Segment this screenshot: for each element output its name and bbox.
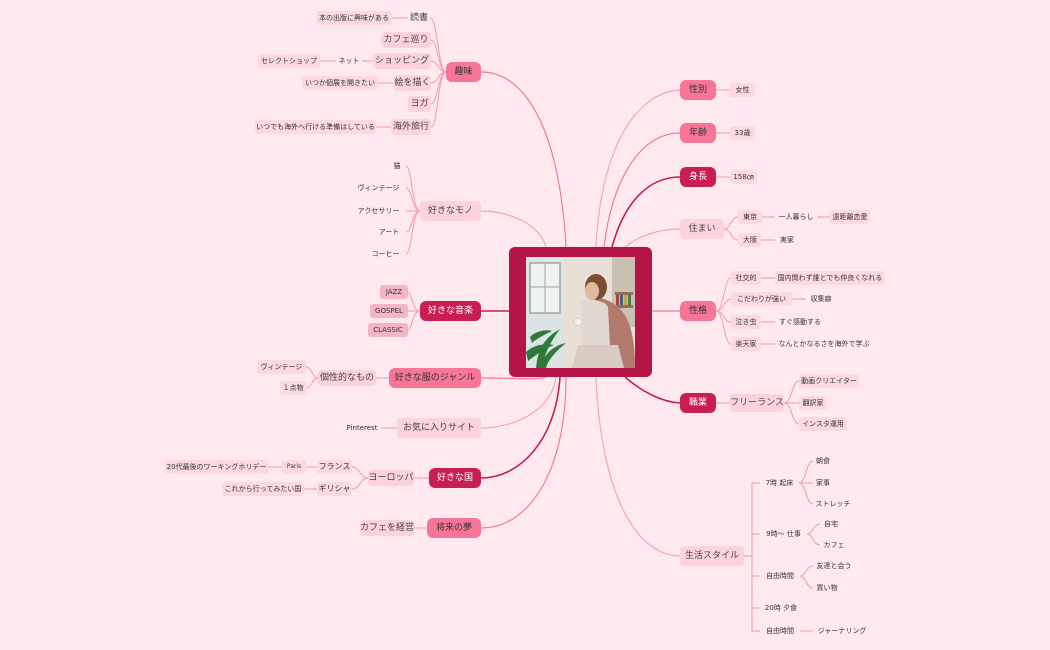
personality-key-0[interactable]: 社交的 bbox=[731, 271, 761, 285]
node-home-tokyo-sub[interactable]: 一人暮らし bbox=[778, 212, 814, 221]
personality-key-3[interactable]: 楽天家 bbox=[731, 337, 761, 351]
personality-key-2[interactable]: 泣き虫 bbox=[731, 315, 761, 329]
node-home-tokyo-sub2[interactable]: 遠距離恋愛 bbox=[830, 210, 870, 224]
hobby-reading[interactable]: 読書 bbox=[409, 12, 428, 23]
node-gender[interactable]: 性別 bbox=[680, 80, 716, 100]
hobby-shopping[interactable]: ショッピング bbox=[373, 53, 431, 69]
node-dream[interactable]: 将来の夢 bbox=[427, 518, 481, 538]
node-things[interactable]: 好きなモノ bbox=[420, 201, 481, 221]
life-work-sub-0[interactable]: 自宅 bbox=[824, 519, 838, 528]
personality-value-2[interactable]: すぐ感動する bbox=[779, 317, 821, 326]
node-age[interactable]: 年齢 bbox=[680, 123, 716, 143]
thing-3[interactable]: アート bbox=[378, 227, 400, 236]
personality-value-1[interactable]: 収集癖 bbox=[810, 294, 832, 303]
node-site[interactable]: お気に入りサイト bbox=[397, 418, 481, 438]
node-home[interactable]: 住まい bbox=[680, 219, 724, 239]
life-wake-sub-0[interactable]: 朝食 bbox=[816, 456, 830, 465]
personality-value-3[interactable]: なんとかなるさを海外で学ぶ bbox=[778, 339, 870, 348]
music-1[interactable]: GOSPEL bbox=[370, 304, 408, 318]
job-sub-0[interactable]: 動画クリエイター bbox=[799, 374, 859, 388]
life-free1-sub-0[interactable]: 友達と会う bbox=[816, 561, 852, 570]
dream-item[interactable]: カフェを経営 bbox=[360, 520, 414, 536]
job-sub-2[interactable]: インスタ運用 bbox=[799, 417, 847, 431]
node-age-value[interactable]: 33歳 bbox=[730, 126, 755, 140]
thing-4[interactable]: コーヒー bbox=[371, 249, 400, 258]
personality-value-0[interactable]: 国内問わず誰とでも仲良くなれる bbox=[775, 271, 885, 285]
fashion-item[interactable]: 個性的なもの bbox=[318, 370, 376, 386]
fashion-sub-1[interactable]: １点物 bbox=[280, 381, 306, 395]
hobby-travel-note[interactable]: いつでも海外へ行ける準備はしている bbox=[255, 120, 376, 134]
country-paris[interactable]: Paris bbox=[282, 460, 306, 474]
hobby-select-shop[interactable]: セレクトショップ bbox=[258, 54, 320, 68]
hobby-painting-note[interactable]: いつか個展を開きたい bbox=[302, 76, 378, 90]
life-wake-sub-2[interactable]: ストレッチ bbox=[815, 499, 851, 508]
hobby-cafe[interactable]: カフェ巡り bbox=[381, 32, 431, 48]
site-item[interactable]: Pinterest bbox=[346, 423, 378, 432]
country-france-note[interactable]: 20代最後のワーキングホリデー bbox=[165, 460, 268, 474]
node-personality[interactable]: 性格 bbox=[680, 301, 716, 321]
node-music[interactable]: 好きな音楽 bbox=[420, 301, 481, 321]
node-height[interactable]: 身長 bbox=[680, 167, 716, 187]
life-dinner[interactable]: 20時 夕食 bbox=[764, 603, 798, 612]
center-photo-frame bbox=[509, 247, 652, 377]
life-free1[interactable]: 自由時間 bbox=[766, 571, 794, 580]
job-sub-1[interactable]: 翻訳家 bbox=[799, 396, 827, 410]
personality-key-1[interactable]: こだわりが強い bbox=[731, 292, 792, 306]
country-europe[interactable]: ヨーロッパ bbox=[368, 470, 414, 486]
node-height-value[interactable]: 158㎝ bbox=[730, 170, 757, 184]
life-wake[interactable]: 7時 起床 bbox=[765, 478, 794, 487]
life-work[interactable]: 9時～ 仕事 bbox=[766, 529, 801, 538]
node-fashion[interactable]: 好きな服のジャンル bbox=[389, 368, 481, 388]
thing-2[interactable]: アクセサリー bbox=[357, 206, 400, 215]
hobby-travel[interactable]: 海外旅行 bbox=[391, 119, 431, 135]
node-home-osaka[interactable]: 大阪 bbox=[738, 233, 762, 247]
node-hobby[interactable]: 趣味 bbox=[446, 62, 481, 82]
node-lifestyle[interactable]: 生活スタイル bbox=[680, 546, 744, 566]
node-home-osaka-sub[interactable]: 実家 bbox=[780, 235, 794, 244]
node-gender-value[interactable]: 女性 bbox=[730, 83, 755, 97]
country-france[interactable]: フランス bbox=[317, 460, 352, 474]
hobby-net[interactable]: ネット bbox=[338, 56, 360, 65]
life-work-sub-1[interactable]: カフェ bbox=[823, 540, 845, 549]
profile-photo bbox=[526, 257, 635, 368]
life-free2[interactable]: 自由時間 bbox=[766, 626, 794, 635]
hobby-painting[interactable]: 絵を描く bbox=[394, 75, 431, 91]
life-wake-sub-1[interactable]: 家事 bbox=[816, 478, 830, 487]
country-greece[interactable]: ギリシャ bbox=[317, 482, 352, 496]
country-greece-note[interactable]: これから行ってみたい国 bbox=[222, 482, 304, 496]
node-country[interactable]: 好きな国 bbox=[429, 468, 481, 488]
music-2[interactable]: CLASSIC bbox=[368, 323, 408, 337]
life-free2-sub[interactable]: ジャーナリング bbox=[817, 626, 867, 635]
thing-0[interactable]: 猫 bbox=[393, 161, 401, 170]
hobby-yoga[interactable]: ヨガ bbox=[408, 96, 431, 112]
thing-1[interactable]: ヴィンテージ bbox=[357, 183, 400, 192]
fashion-sub-0[interactable]: ヴィンテージ bbox=[257, 360, 306, 374]
music-0[interactable]: JAZZ bbox=[380, 285, 408, 299]
hobby-reading-note[interactable]: 本の出版に興味がある bbox=[316, 11, 392, 25]
node-home-tokyo[interactable]: 東京 bbox=[738, 210, 762, 224]
life-free1-sub-1[interactable]: 買い物 bbox=[816, 583, 838, 592]
node-job[interactable]: 職業 bbox=[680, 393, 716, 413]
node-job-freelance[interactable]: フリーランス bbox=[730, 394, 784, 412]
